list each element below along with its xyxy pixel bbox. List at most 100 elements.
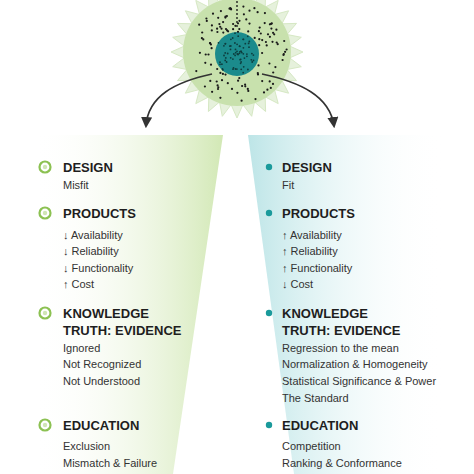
dot: [231, 88, 233, 90]
dot: [217, 86, 219, 88]
dot: [230, 38, 232, 40]
dot: [225, 43, 227, 45]
dot: [211, 29, 213, 31]
dot: [211, 24, 213, 26]
item-text: Misfit: [63, 177, 89, 193]
dot: [226, 61, 228, 63]
curved-arrow: [262, 74, 334, 126]
dot: [216, 31, 218, 33]
dot: [254, 98, 256, 100]
dot: [229, 7, 231, 9]
dot: [257, 64, 259, 66]
dot: [224, 17, 226, 19]
dot: [253, 54, 255, 56]
dot: [217, 17, 219, 19]
dot: [259, 27, 261, 29]
dot: [222, 69, 224, 71]
dot: [210, 64, 212, 66]
dot: [237, 35, 239, 37]
dot: [223, 45, 225, 47]
dot: [248, 43, 250, 45]
dot: [270, 87, 272, 89]
curved-arrow: [146, 74, 212, 126]
dot: [209, 80, 211, 82]
dot: [230, 8, 232, 10]
item-text: ↓ Availability: [63, 227, 123, 243]
item-text: Competition: [282, 438, 341, 454]
section-heading: PRODUCTS: [282, 205, 404, 222]
section-heading: KNOWLEDGE TRUTH: EVIDENCE: [282, 305, 404, 339]
dot: [236, 17, 238, 19]
dot: [242, 6, 244, 8]
dot: [264, 22, 266, 24]
dot: [242, 72, 244, 74]
dot: [224, 16, 226, 18]
dot: [258, 38, 260, 40]
dot: [239, 52, 241, 54]
dot: [247, 90, 249, 92]
dot: [236, 68, 238, 70]
dot: [274, 66, 276, 68]
dot: [268, 62, 270, 64]
dot: [219, 63, 221, 65]
dot: [234, 42, 236, 44]
dot: [232, 37, 234, 39]
dot: [212, 13, 214, 15]
dot: [240, 61, 242, 63]
dot: [221, 63, 223, 65]
dot: [251, 53, 253, 55]
section-heading: DESIGN: [282, 159, 404, 176]
dot: [236, 1, 238, 3]
dot: [270, 28, 272, 30]
dot: [219, 61, 221, 63]
dot: [253, 7, 255, 9]
dot: [219, 72, 221, 74]
dot: [257, 11, 259, 13]
dot: [236, 92, 238, 94]
dot: [267, 33, 269, 35]
dot: [236, 21, 238, 23]
dot: [258, 30, 260, 32]
dot: [240, 68, 242, 70]
dot: [239, 59, 241, 61]
dot: [243, 13, 245, 15]
dot: [238, 28, 240, 30]
outer-circle: [183, 0, 291, 106]
dot: [239, 45, 241, 47]
dot: [219, 26, 221, 28]
dot: [237, 54, 239, 56]
dot: [205, 17, 207, 19]
dot: [219, 97, 221, 99]
item-text: ↑ Reliability: [282, 243, 338, 259]
dot: [269, 36, 271, 38]
dot: [201, 31, 203, 33]
dot: [211, 47, 213, 49]
dot-bullet: [262, 160, 276, 174]
dot: [207, 53, 209, 55]
ring-bullet: [38, 160, 52, 174]
dot: [261, 52, 263, 54]
dot: [260, 32, 262, 34]
dot: [282, 59, 284, 61]
dot: [258, 44, 260, 46]
section-heading: DESIGN: [63, 159, 185, 176]
dot: [243, 38, 245, 40]
dot: [266, 44, 268, 46]
dot: [282, 54, 284, 56]
dot: [261, 39, 263, 41]
starburst: [171, 0, 303, 118]
dot: [248, 46, 250, 48]
dot: [266, 89, 268, 91]
dot: [237, 31, 239, 33]
dot: [223, 55, 225, 57]
section-heading: EDUCATION: [63, 417, 185, 434]
dot: [247, 30, 249, 32]
dot: [226, 29, 228, 31]
dot: [205, 53, 207, 55]
dot: [235, 52, 237, 54]
dot-bullet: [262, 418, 276, 432]
dot: [272, 71, 274, 73]
dot: [234, 55, 236, 57]
dot: [233, 53, 235, 55]
dot: [275, 29, 277, 31]
